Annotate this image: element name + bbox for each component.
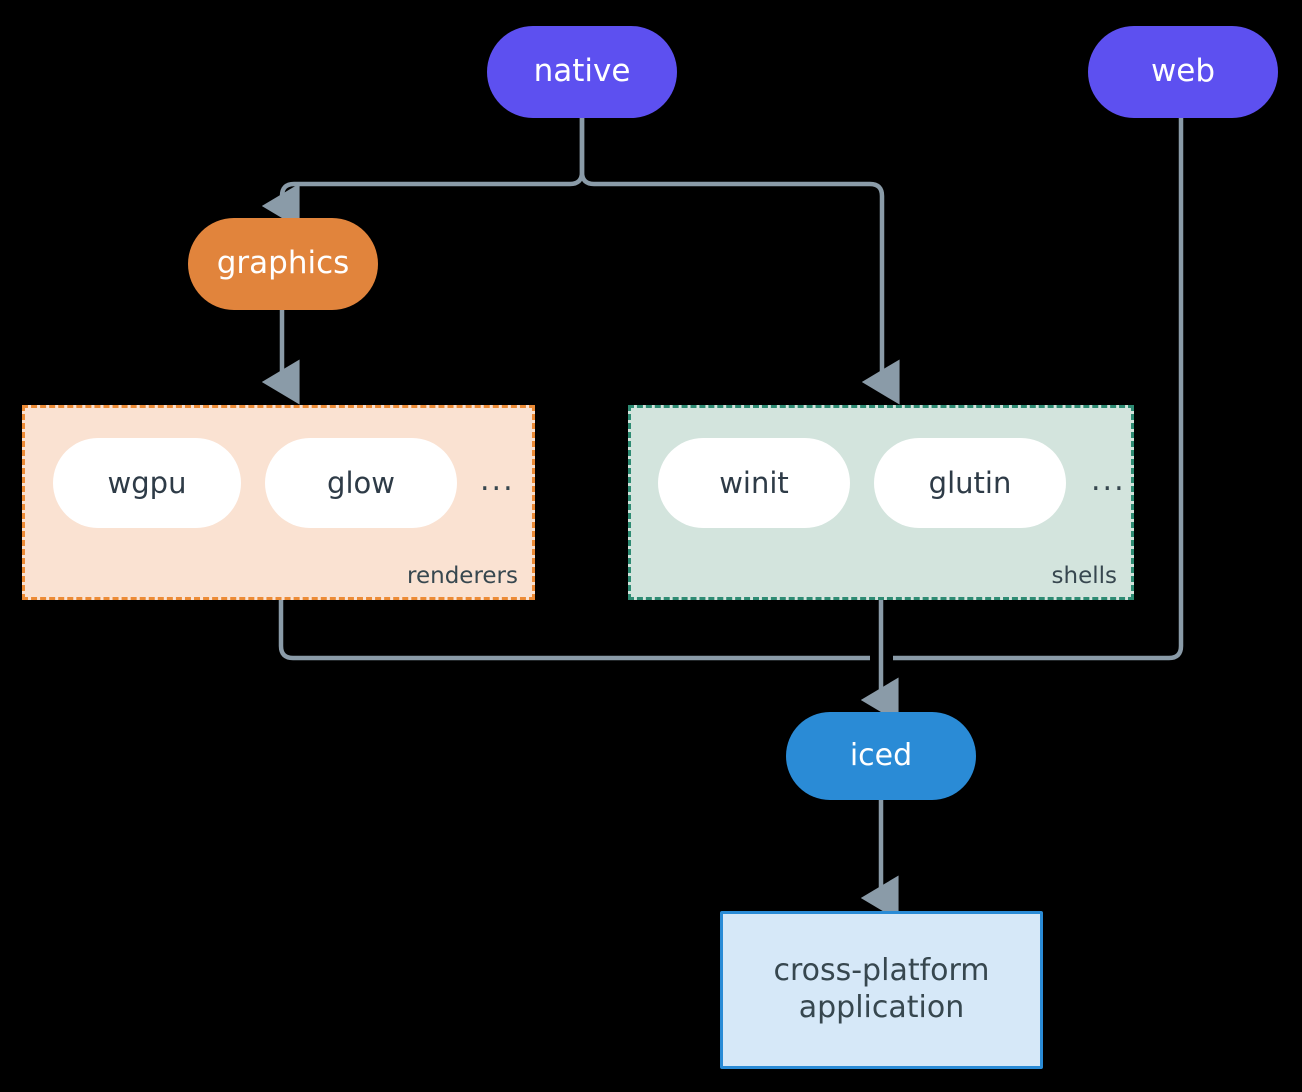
edge-native-shells — [579, 118, 900, 405]
node-graphics-label: graphics — [216, 245, 350, 282]
node-glow[interactable]: glow — [265, 438, 457, 528]
node-cross-platform-application[interactable]: cross-platform application — [720, 911, 1043, 1069]
shells-overflow-ellipsis: ... — [1091, 463, 1126, 498]
application-label-line1: cross-platform — [773, 953, 990, 989]
node-graphics[interactable]: graphics — [188, 218, 378, 310]
group-renderers-label: renderers — [407, 563, 518, 589]
edge-native-split — [261, 118, 585, 229]
node-wgpu[interactable]: wgpu — [53, 438, 241, 528]
node-iced-label: iced — [849, 737, 913, 773]
node-winit[interactable]: winit — [658, 438, 850, 528]
node-winit-label: winit — [719, 466, 789, 500]
node-glutin[interactable]: glutin — [874, 438, 1066, 528]
node-native[interactable]: native — [487, 26, 677, 118]
group-shells-label: shells — [1051, 563, 1117, 589]
node-web[interactable]: web — [1088, 26, 1278, 118]
application-label-line2: application — [798, 990, 965, 1025]
edge-renderers-iced — [278, 600, 870, 661]
node-glow-label: glow — [327, 466, 395, 500]
renderers-overflow-ellipsis: ... — [480, 463, 515, 498]
group-shells: winit glutin ... shells — [628, 405, 1134, 600]
node-wgpu-label: wgpu — [107, 466, 187, 500]
node-glutin-label: glutin — [928, 466, 1012, 500]
node-web-label: web — [1150, 53, 1216, 90]
node-iced[interactable]: iced — [786, 712, 976, 800]
group-renderers: wgpu glow ... renderers — [22, 405, 535, 600]
node-native-label: native — [533, 53, 631, 90]
